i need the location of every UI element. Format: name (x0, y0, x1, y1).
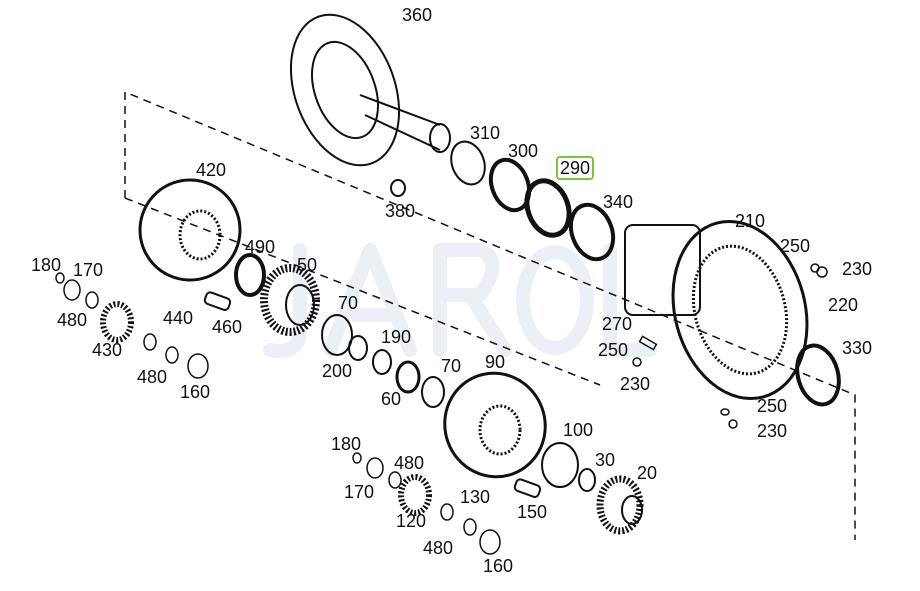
label-480c: 480 (394, 453, 425, 473)
part-360-spindle-flange (289, 13, 451, 167)
small-washers (55, 263, 828, 555)
label-170: 170 (73, 260, 104, 280)
label-160b: 160 (483, 556, 514, 576)
label-130: 130 (460, 487, 491, 507)
label-230b: 230 (620, 374, 651, 394)
label-190: 190 (381, 327, 412, 347)
label-160: 160 (180, 382, 211, 402)
label-340: 340 (603, 192, 634, 212)
label-210: 210 (735, 211, 766, 231)
part-20-sun-gear (596, 475, 644, 535)
part-70b-snap-ring (421, 376, 445, 408)
label-120: 120 (396, 511, 427, 531)
label-30: 30 (595, 450, 616, 470)
part-310-ring (450, 140, 486, 186)
part-120-gear (398, 474, 432, 516)
label-290-highlighted[interactable]: 290 (556, 156, 595, 180)
label-460: 460 (212, 317, 243, 337)
label-440: 440 (163, 308, 194, 328)
part-290-seal (524, 178, 572, 238)
label-100: 100 (563, 420, 594, 440)
label-250c: 250 (757, 396, 788, 416)
part-90-carrier (443, 371, 547, 479)
label-430: 430 (92, 340, 123, 360)
label-70b: 70 (441, 356, 462, 376)
part-340-bearing (568, 202, 616, 262)
label-170b: 170 (344, 482, 375, 502)
label-50: 50 (297, 255, 318, 275)
part-50-gear (260, 264, 320, 336)
label-150: 150 (517, 502, 548, 522)
label-480: 480 (57, 310, 88, 330)
label-70: 70 (338, 293, 359, 313)
label-380: 380 (385, 201, 416, 221)
label-330: 330 (842, 338, 873, 358)
part-190-ring (372, 349, 392, 375)
part-430-gear (100, 301, 134, 343)
part-100-snap-ring (541, 442, 579, 488)
label-300: 300 (508, 141, 539, 161)
label-360: 360 (402, 5, 433, 25)
part-380-bolt (390, 179, 406, 197)
part-60-bearing (395, 360, 421, 394)
label-90: 90 (485, 352, 506, 372)
part-70-snap-ring (321, 314, 353, 356)
label-310: 310 (470, 123, 501, 143)
part-300-ring (488, 157, 532, 213)
part-460-pin (203, 291, 232, 311)
part-490-ring (234, 253, 266, 297)
label-60: 60 (381, 389, 402, 409)
label-480d: 480 (423, 538, 454, 558)
part-150-pin (513, 478, 542, 498)
label-180: 180 (31, 255, 62, 275)
label-490: 490 (245, 237, 276, 257)
label-20: 20 (637, 463, 658, 483)
label-250: 250 (780, 236, 811, 256)
label-230: 230 (842, 259, 873, 279)
label-270: 270 (602, 314, 633, 334)
part-330-bearing (795, 343, 841, 407)
part-30-ring (578, 468, 596, 492)
part-200-ring (348, 335, 368, 361)
label-200: 200 (322, 361, 353, 381)
label-480b: 480 (137, 367, 168, 387)
label-230c: 230 (757, 421, 788, 441)
assembly-boundary-dashed (124, 90, 856, 540)
part-210-housing (624, 219, 809, 401)
label-180b: 180 (331, 434, 362, 454)
label-250b: 250 (598, 340, 629, 360)
label-420: 420 (196, 160, 227, 180)
part-420-carrier (138, 178, 242, 282)
label-220: 220 (828, 295, 859, 315)
